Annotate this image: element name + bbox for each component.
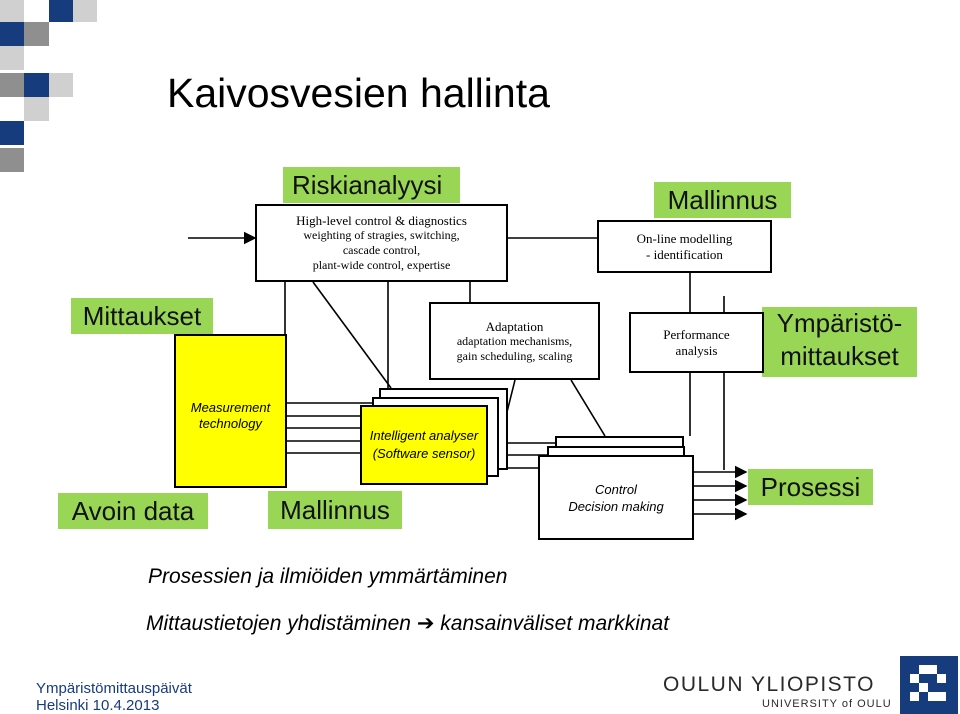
adaptation-line: gain scheduling, scaling — [456, 348, 573, 363]
arrow-icon: ➔ — [416, 612, 435, 635]
online-modelling-title: On-line modelling — [636, 230, 733, 246]
intelligent-analyser-line: (Software sensor) — [372, 446, 476, 461]
measurement-technology-box: Measurement technology — [174, 334, 287, 488]
high-level-control-box: High-level control & diagnostics weighti… — [255, 204, 508, 282]
note-line-2-b: kansainväliset markkinat — [440, 612, 670, 635]
adaptation-box: Adaptation adaptation mechanisms, gain s… — [429, 302, 600, 380]
high-level-control-title: High-level control & diagnostics — [296, 213, 467, 228]
label-mittaukset: Mittaukset — [71, 298, 213, 334]
university-logo-icon — [900, 656, 958, 714]
footer-place-date: Helsinki 10.4.2013 — [36, 697, 160, 714]
online-modelling-box: On-line modelling - identification — [597, 220, 772, 273]
note-line-2: Mittaustietojen yhdistäminen ➔ kansainvä… — [146, 611, 669, 636]
university-subname: UNIVERSITY of OULU — [762, 698, 892, 710]
corner-square — [0, 22, 24, 46]
corner-square — [0, 46, 24, 70]
corner-square — [49, 73, 73, 97]
label-riskianalyysi: Riskianalyysi — [283, 167, 460, 203]
connector-line — [570, 379, 606, 437]
measurement-technology-line: Measurement — [190, 400, 271, 415]
label-ymparistomittaukset: Ympäristö- mittaukset — [762, 307, 917, 377]
measurement-technology-label: Measurement technology — [176, 400, 285, 432]
adaptation-line: adaptation mechanisms, — [456, 333, 573, 348]
measurement-technology-line: technology — [199, 416, 262, 431]
label-ymparistomittaukset-line1: Ympäristö- — [776, 308, 903, 338]
corner-square — [49, 0, 73, 22]
label-mallinnus-bottom: Mallinnus — [268, 491, 402, 529]
control-decision-box: Control Decision making — [538, 455, 694, 540]
label-avoin-data: Avoin data — [58, 493, 208, 529]
corner-square — [0, 73, 24, 97]
intelligent-analyser-line: Intelligent analyser — [369, 428, 479, 443]
connector-line — [312, 281, 392, 389]
note-line-2-a: Mittaustietojen yhdistäminen — [146, 612, 411, 635]
label-ymparistomittaukset-line2: mittaukset — [780, 341, 899, 371]
performance-analysis-box: Performance analysis — [629, 312, 764, 373]
corner-square — [24, 97, 49, 121]
corner-square — [24, 73, 49, 97]
corner-square — [0, 148, 24, 172]
online-modelling-line: - identification — [646, 246, 723, 262]
control-decision-line: Decision making — [568, 498, 664, 514]
high-level-control-line: cascade control, — [342, 243, 421, 257]
label-mallinnus-top: Mallinnus — [654, 182, 791, 218]
label-prosessi: Prosessi — [748, 469, 873, 505]
performance-analysis-line: analysis — [675, 342, 718, 358]
corner-square — [0, 0, 24, 22]
performance-analysis-line: Performance — [663, 326, 730, 342]
high-level-control-line: weighting of stragies, switching, — [303, 228, 460, 242]
control-decision-line: Control — [595, 481, 637, 497]
intelligent-analyser-box: Intelligent analyser (Software sensor) — [360, 405, 488, 485]
slide-title: Kaivosvesien hallinta — [167, 70, 550, 116]
footer-event: Ympäristömittauspäivät — [36, 680, 192, 697]
university-name: OULUN YLIOPISTO — [663, 673, 875, 696]
corner-square — [0, 121, 24, 145]
high-level-control-line: plant-wide control, expertise — [312, 258, 451, 272]
adaptation-title: Adaptation — [485, 318, 544, 334]
corner-square — [24, 22, 49, 46]
corner-square — [73, 0, 97, 22]
note-line-1: Prosessien ja ilmiöiden ymmärtäminen — [148, 565, 508, 588]
